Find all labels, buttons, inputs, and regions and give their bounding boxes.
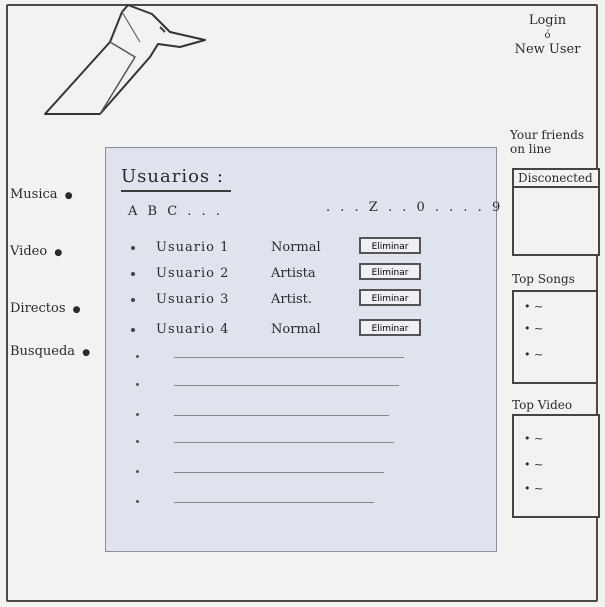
list-item[interactable]: • ~ — [524, 322, 544, 335]
friends-online-label: Your friends on line — [510, 128, 585, 156]
friends-status: Disconected — [514, 170, 598, 188]
list-bullet-icon — [131, 328, 135, 332]
auth-links: Login ó New User — [500, 14, 595, 57]
top-video-box: • ~ • ~ • ~ — [512, 414, 600, 518]
user-type: Normal — [271, 322, 321, 337]
list-item[interactable]: • ~ — [524, 458, 544, 471]
user-type: Artist. — [271, 292, 313, 307]
list-item[interactable]: • ~ — [524, 348, 544, 361]
list-item[interactable]: • ~ — [524, 482, 544, 495]
list-bullet-icon — [131, 246, 135, 250]
user-row: Usuario 4 Normal Eliminar — [131, 319, 491, 344]
user-name[interactable]: Usuario 2 — [156, 266, 230, 281]
list-item[interactable]: • ~ — [524, 432, 544, 445]
list-item[interactable]: • ~ — [524, 300, 544, 313]
nav-bullet-icon: ● — [64, 191, 73, 201]
placeholder-row — [136, 468, 436, 478]
login-link[interactable]: Login — [528, 13, 567, 28]
user-row: Usuario 3 Artist. Eliminar — [131, 289, 491, 314]
nav-item-label: Directos — [10, 301, 66, 316]
friends-online-box: Disconected — [512, 168, 600, 256]
nav-bullet-icon: ● — [82, 348, 91, 358]
bird-logo-icon — [44, 4, 206, 115]
title-underline — [121, 190, 231, 192]
page-title: Usuarios : — [121, 166, 224, 187]
nav-bullet-icon: ● — [54, 248, 63, 258]
nav-item-label: Musica — [10, 187, 58, 202]
user-row: Usuario 1 Normal Eliminar — [131, 237, 491, 262]
placeholder-row — [136, 438, 436, 448]
alphabet-filter-end[interactable]: . . . Z . . 0 . . . . 9 — [326, 200, 504, 215]
user-name[interactable]: Usuario 3 — [156, 292, 230, 307]
or-separator: ó — [544, 30, 551, 41]
user-row: Usuario 2 Artista Eliminar — [131, 263, 491, 288]
nav-item-musica[interactable]: Musica ● — [10, 187, 73, 202]
placeholder-row — [136, 353, 436, 363]
placeholder-row — [136, 411, 436, 421]
users-panel: Usuarios : A B C . . . . . . Z . . 0 . .… — [105, 147, 500, 552]
nav-bullet-icon: ● — [72, 305, 81, 315]
delete-user-button[interactable]: Eliminar — [359, 237, 421, 254]
list-bullet-icon — [131, 298, 135, 302]
nav-item-video[interactable]: Video ● — [10, 244, 62, 259]
nav-item-label: Busqueda — [10, 344, 76, 359]
user-name[interactable]: Usuario 4 — [156, 322, 230, 337]
nav-item-label: Video — [10, 244, 48, 259]
placeholder-row — [136, 498, 436, 508]
list-bullet-icon — [131, 272, 135, 276]
delete-user-button[interactable]: Eliminar — [359, 289, 421, 306]
new-user-link[interactable]: New User — [514, 42, 581, 57]
delete-user-button[interactable]: Eliminar — [359, 319, 421, 336]
user-name[interactable]: Usuario 1 — [156, 240, 230, 255]
delete-user-button[interactable]: Eliminar — [359, 263, 421, 280]
user-type: Artista — [271, 266, 316, 281]
nav-item-busqueda[interactable]: Busqueda ● — [10, 344, 90, 359]
top-songs-label: Top Songs — [512, 272, 575, 286]
top-video-label: Top Video — [512, 398, 573, 412]
user-type: Normal — [271, 240, 321, 255]
alphabet-filter-start[interactable]: A B C . . . — [128, 204, 223, 219]
top-songs-box: • ~ • ~ • ~ — [512, 290, 598, 384]
nav-item-directos[interactable]: Directos ● — [10, 301, 81, 316]
placeholder-row — [136, 381, 436, 391]
